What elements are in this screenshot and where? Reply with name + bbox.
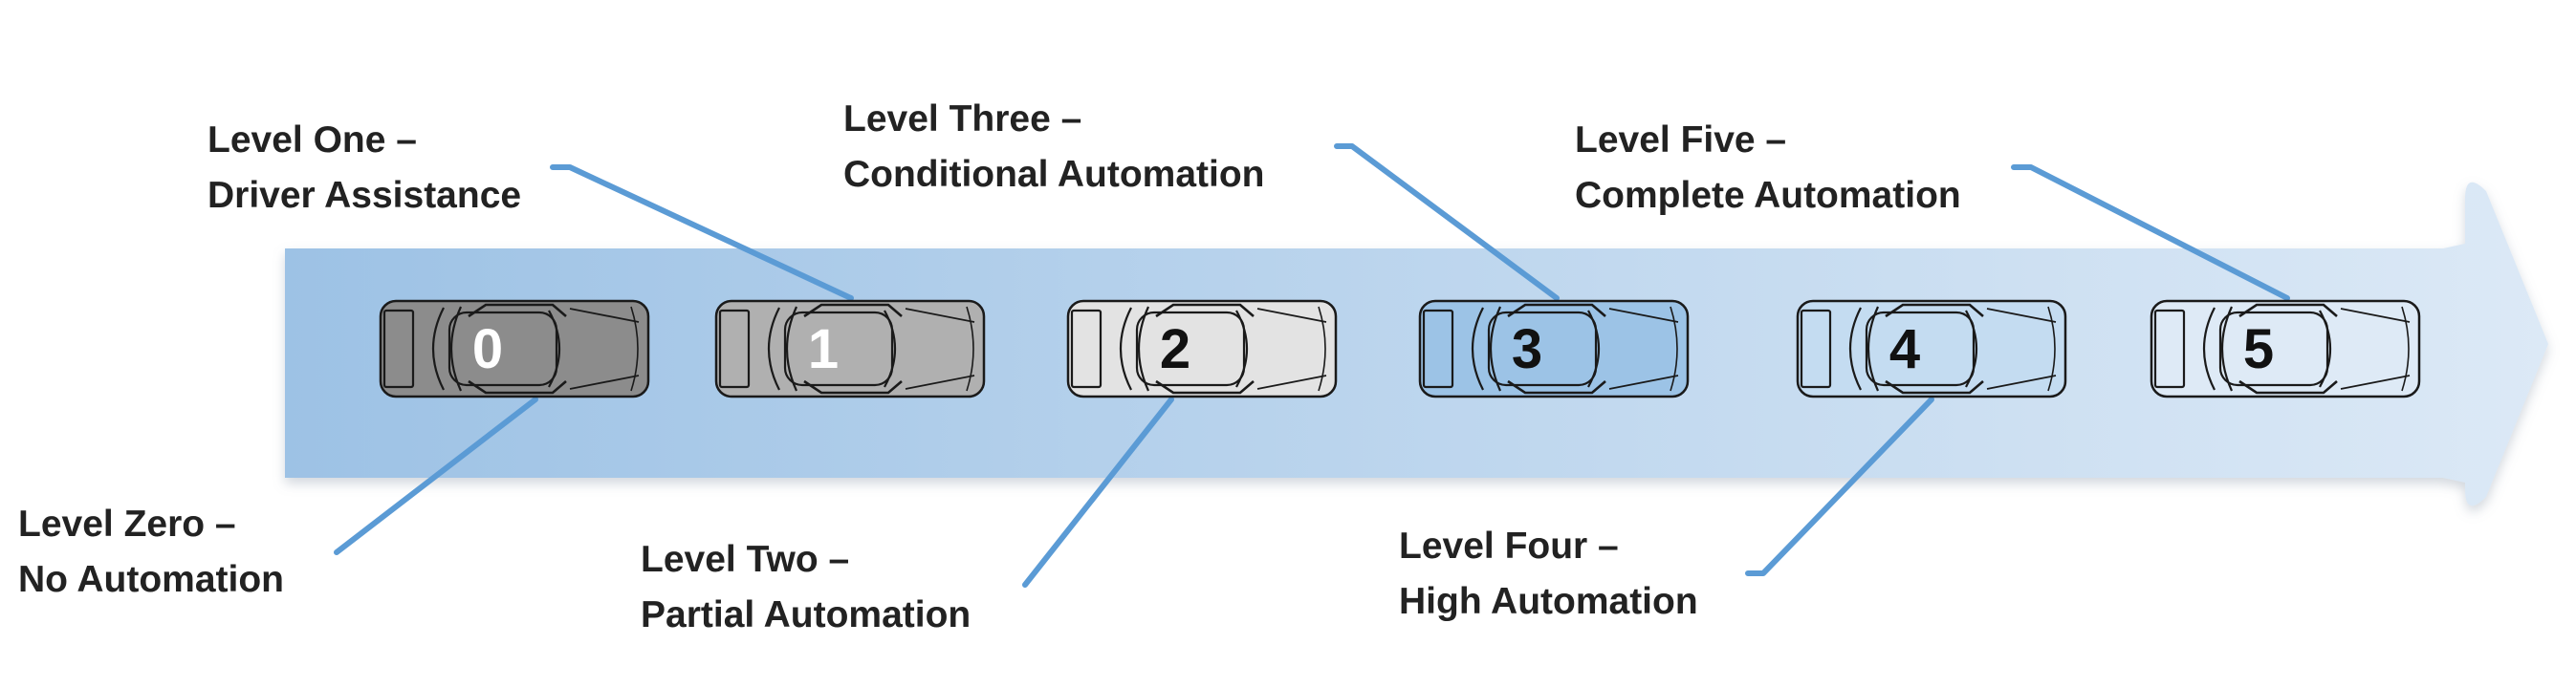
level-3-subtitle: Conditional Automation: [843, 154, 1265, 195]
level-1-label: Level One – Driver Assistance: [207, 113, 521, 224]
leader-line-level-1: [550, 164, 854, 301]
car-level-5-icon: 5: [2150, 299, 2421, 398]
level-0-title: Level Zero –: [18, 504, 236, 545]
leader-line-level-3: [1334, 143, 1560, 301]
level-0-subtitle: No Automation: [18, 559, 285, 600]
level-0-number: 0: [472, 318, 503, 380]
level-2-title: Level Two –: [641, 539, 850, 580]
leader-line-level-0: [334, 397, 538, 555]
level-3-number: 3: [1512, 318, 1542, 380]
car-level-4-icon: 4: [1796, 299, 2067, 398]
leader-line-level-5: [2011, 164, 2290, 301]
level-5-title: Level Five –: [1575, 119, 1787, 161]
level-1-number: 1: [808, 318, 839, 380]
car-level-0-icon: 0: [379, 299, 650, 398]
level-4-number: 4: [1889, 318, 1920, 380]
level-3-label: Level Three – Conditional Automation: [843, 92, 1264, 203]
leader-line-level-4: [1745, 397, 1934, 576]
leader-line-level-2: [1022, 397, 1174, 588]
car-level-1-icon: 1: [714, 299, 986, 398]
level-2-number: 2: [1160, 318, 1190, 380]
car-level-2-icon: 2: [1066, 299, 1338, 398]
level-1-subtitle: Driver Assistance: [207, 175, 522, 216]
level-3-title: Level Three –: [843, 98, 1082, 140]
level-1-title: Level One –: [207, 119, 417, 161]
level-4-title: Level Four –: [1399, 526, 1619, 567]
level-2-label: Level Two – Partial Automation: [641, 532, 971, 643]
level-0-label: Level Zero – No Automation: [18, 497, 284, 608]
level-5-subtitle: Complete Automation: [1575, 175, 1961, 216]
level-4-subtitle: High Automation: [1399, 581, 1698, 622]
level-2-subtitle: Partial Automation: [641, 594, 971, 635]
level-5-label: Level Five – Complete Automation: [1575, 113, 1961, 224]
car-level-3-icon: 3: [1418, 299, 1690, 398]
progress-arrow: [285, 182, 2548, 506]
level-5-number: 5: [2243, 318, 2274, 380]
level-4-label: Level Four – High Automation: [1399, 519, 1698, 630]
